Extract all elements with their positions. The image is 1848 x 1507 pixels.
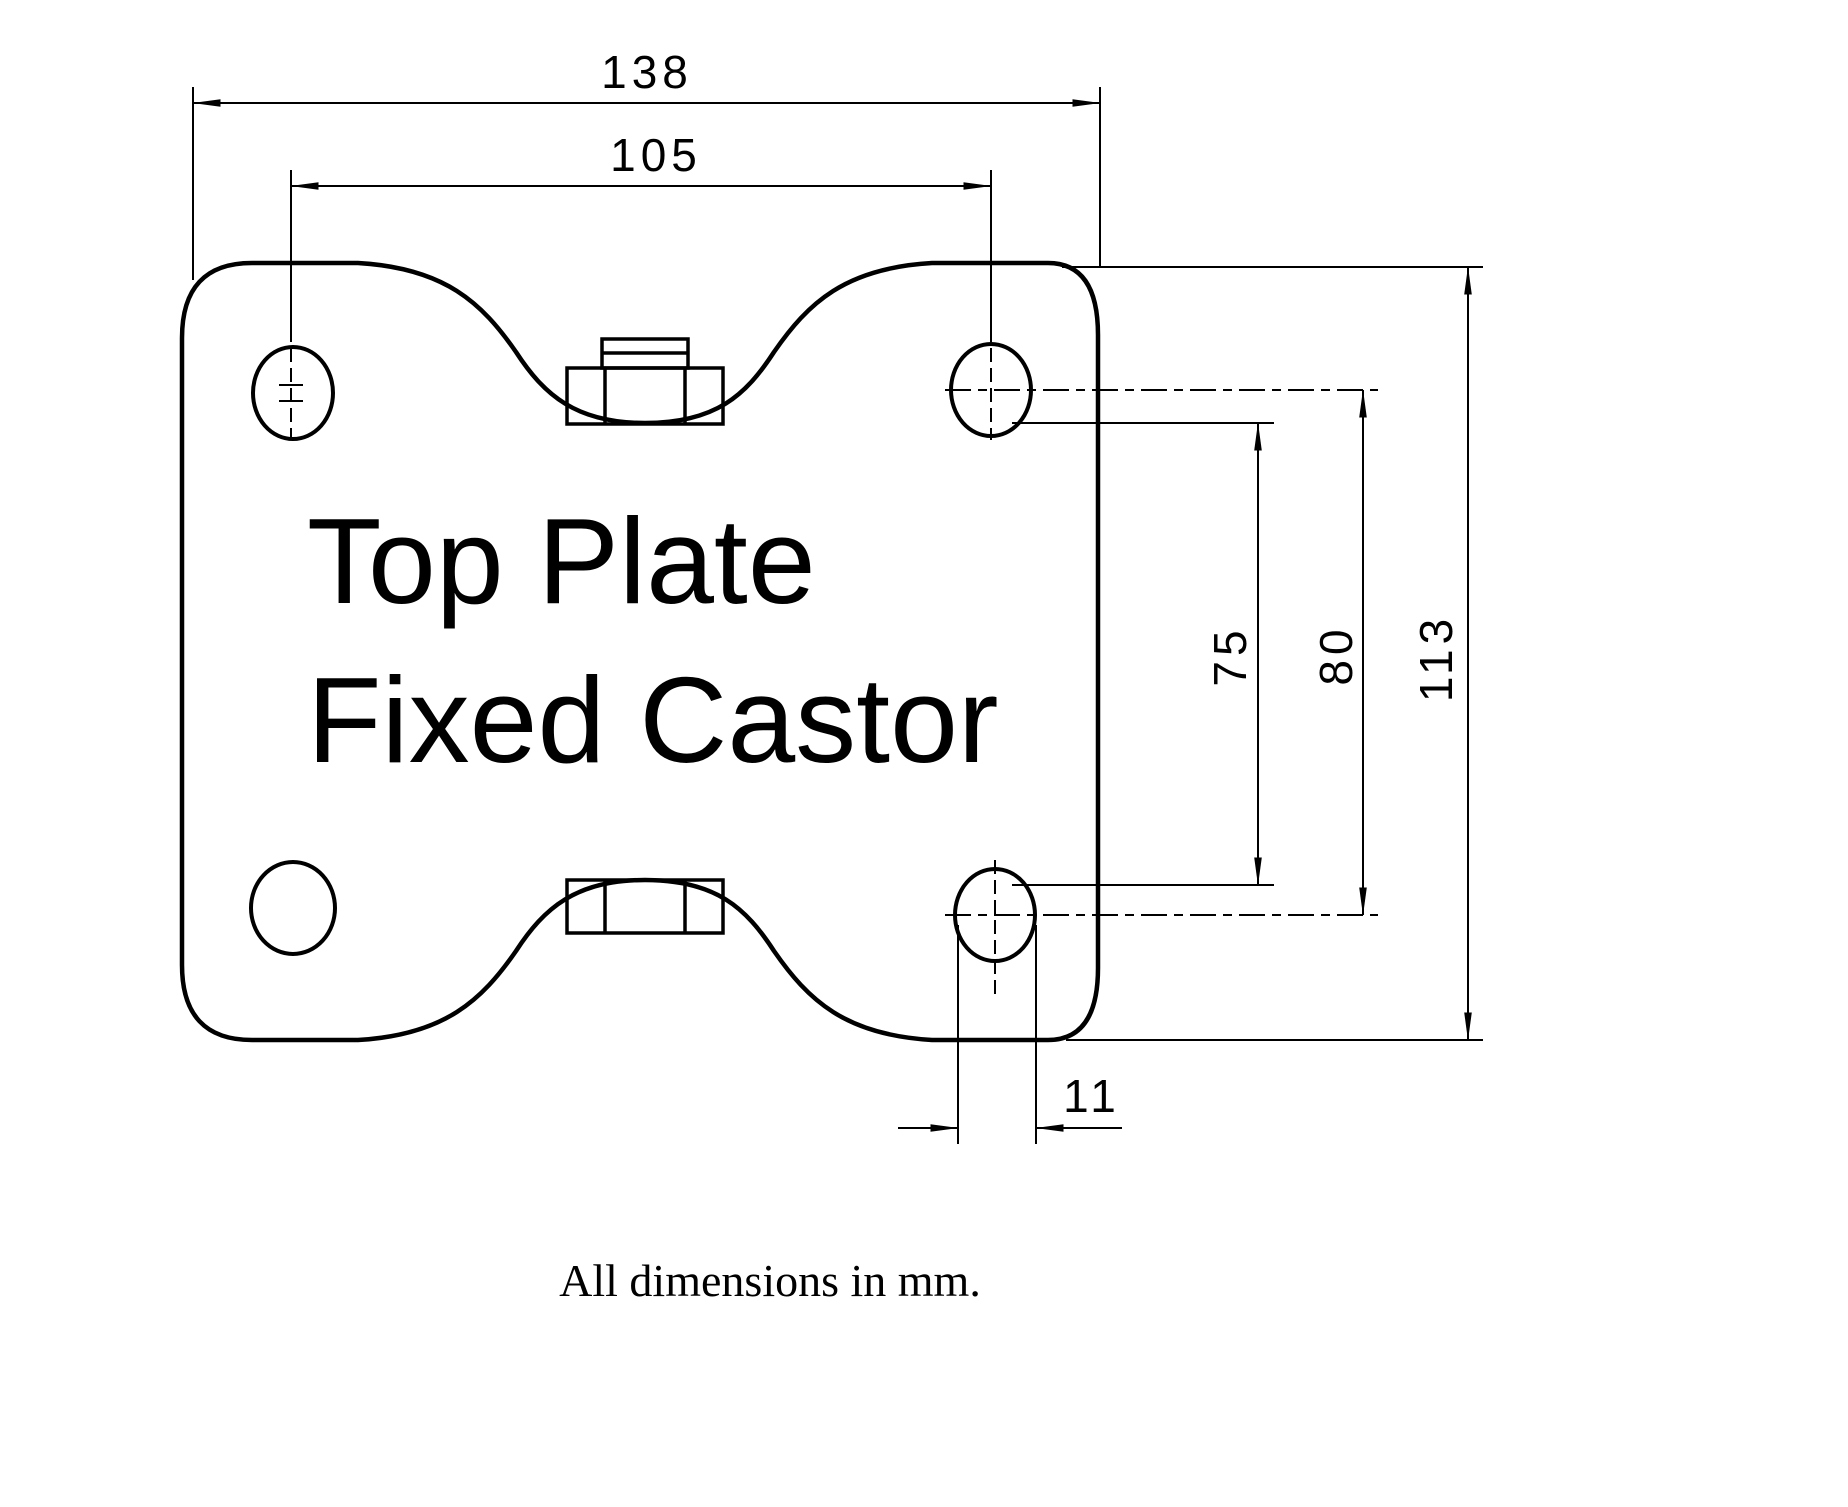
- dim-hole-pitch-width: 105: [290, 129, 992, 342]
- drawing-title-line1: Top Plate: [307, 493, 816, 629]
- dim-overall-width: 138: [192, 46, 1101, 280]
- plate-outline: [179, 260, 1101, 1043]
- bolt-hole-top-left: [251, 345, 335, 441]
- dim-overall-height: 113: [1062, 266, 1483, 1041]
- dim-hole-pitch-width-label: 105: [610, 129, 702, 181]
- nut-body-top: [565, 366, 725, 426]
- units-note: All dimensions in mm.: [559, 1255, 981, 1306]
- hex-nut-top: [565, 337, 725, 426]
- dim-inner-spacing: 75: [1012, 422, 1274, 886]
- dim-slot-width: 11: [898, 925, 1122, 1144]
- dim-hole-pitch-height: 80: [1310, 389, 1367, 916]
- bolt-hole-bottom-left: [249, 860, 337, 956]
- nut-body-bottom: [565, 878, 725, 935]
- dim-hole-pitch-height-label: 80: [1310, 624, 1362, 685]
- hex-nut-bottom: [565, 878, 725, 935]
- dim-slot-width-label: 11: [1063, 1070, 1121, 1122]
- dim-inner-spacing-label: 75: [1204, 625, 1256, 686]
- drawing-title: Top Plate Fixed Castor: [307, 493, 999, 788]
- dim-overall-height-label: 113: [1410, 614, 1462, 702]
- dim-overall-width-label: 138: [601, 46, 693, 98]
- drawing-title-line2: Fixed Castor: [307, 652, 999, 788]
